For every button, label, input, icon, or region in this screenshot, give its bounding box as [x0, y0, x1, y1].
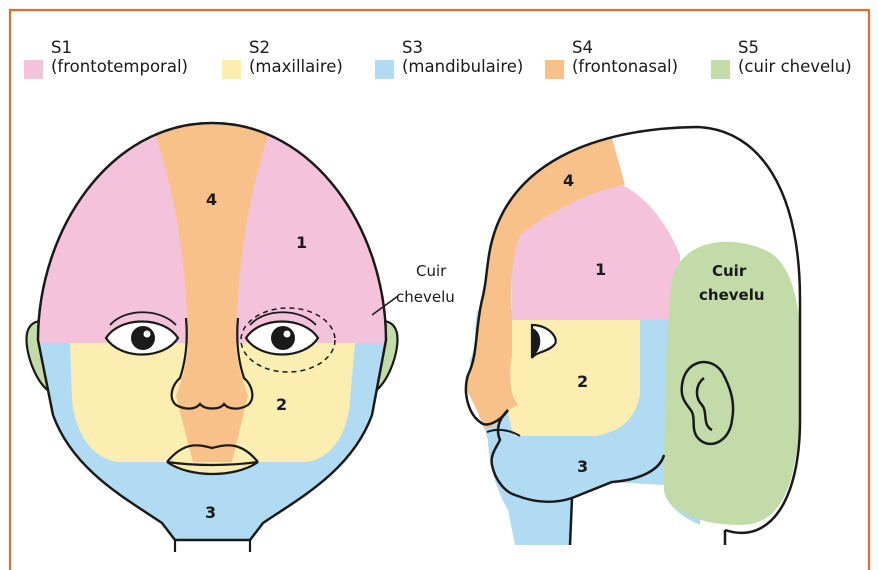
front-scalp-label-line1: Cuir [416, 262, 447, 280]
front-label-1: 1 [296, 233, 307, 252]
side-label-3: 3 [577, 457, 588, 476]
side-region-s5 [664, 242, 802, 525]
front-label-4: 4 [206, 190, 217, 209]
front-label-2: 2 [276, 395, 287, 414]
side-region-s2 [507, 318, 640, 436]
side-scalp-label-line2: chevelu [699, 286, 765, 304]
front-view: 4 1 2 3 Cuir chevelu [20, 110, 455, 552]
side-scalp-label-line1: Cuir [712, 262, 747, 280]
front-label-3: 3 [205, 503, 216, 522]
front-scalp-label-line2: chevelu [396, 288, 455, 306]
side-label-1: 1 [595, 260, 606, 279]
side-view: 4 1 2 3 Cuir chevelu [455, 120, 815, 560]
side-label-2: 2 [577, 372, 588, 391]
side-label-4: 4 [563, 171, 574, 190]
